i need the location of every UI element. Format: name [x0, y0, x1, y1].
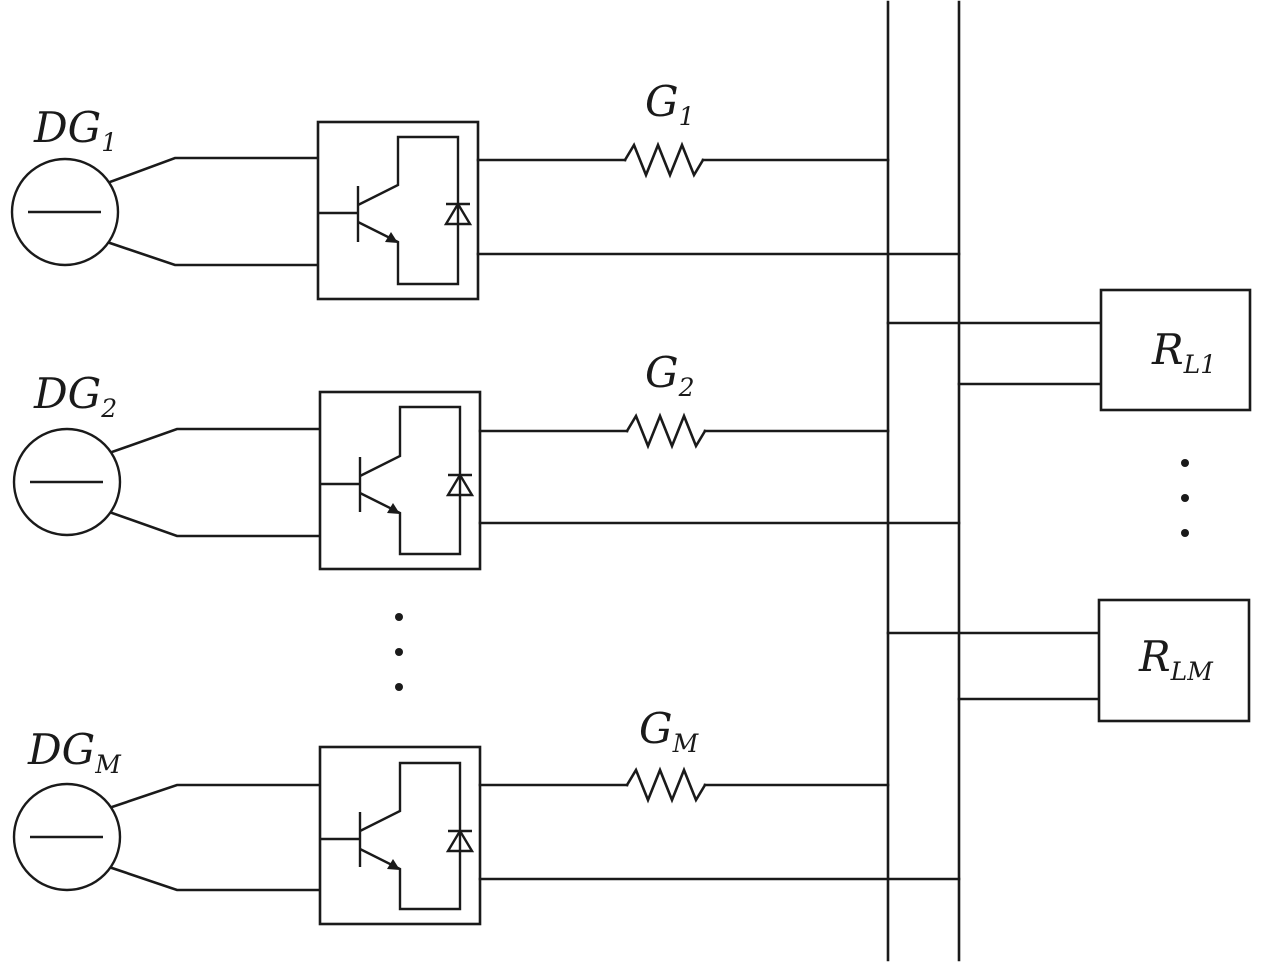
load-box-1 — [1099, 288, 1252, 412]
resistor-symbol-1 — [623, 141, 705, 179]
generation-unit-m: DGM GM — [12, 704, 961, 926]
load-1: RL1 — [886, 288, 1252, 412]
source-label-m: DGM — [27, 725, 122, 779]
load-m: RLM — [886, 598, 1251, 723]
resistor-symbol-m — [625, 766, 707, 804]
diode-2 — [445, 472, 475, 497]
diode-1 — [443, 201, 473, 226]
igbt-switch-m — [320, 761, 462, 911]
igbt-switch-2 — [320, 405, 462, 556]
units-ellipsis — [395, 613, 403, 691]
source-wire-top-m — [110, 783, 322, 809]
generation-unit-1: DG1 G1 — [10, 77, 961, 301]
loads-ellipsis — [1181, 459, 1189, 537]
diode-m — [445, 828, 475, 853]
resistor-symbol-2 — [625, 412, 707, 450]
igbt-switch-1 — [318, 135, 460, 286]
generation-unit-2: DG2 G2 — [12, 348, 961, 571]
dc-source-symbol-m — [12, 782, 122, 892]
source-wire-top-1 — [108, 156, 320, 184]
resistor-label-1: G1 — [645, 77, 694, 131]
source-wire-bottom-2 — [110, 511, 322, 538]
source-label-1: DG1 — [33, 103, 117, 157]
load-label-1: RL1 — [1151, 325, 1216, 379]
dc-source-symbol-2 — [12, 427, 122, 537]
load-label-m: RLM — [1138, 632, 1214, 686]
resistor-label-m: GM — [639, 704, 700, 758]
source-label-2: DG2 — [33, 369, 117, 423]
resistor-label-2: G2 — [645, 348, 694, 402]
source-wire-bottom-1 — [108, 241, 320, 267]
source-wire-bottom-m — [110, 866, 322, 892]
dc-source-symbol-1 — [10, 157, 120, 267]
load-box-m — [1097, 598, 1251, 723]
source-wire-top-2 — [110, 427, 322, 454]
